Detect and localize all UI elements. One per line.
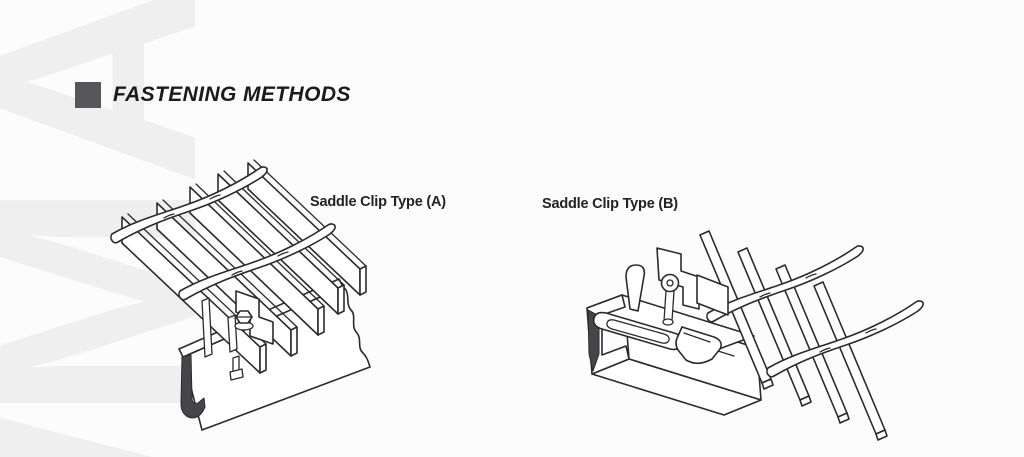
figure-b-drawing — [586, 230, 924, 441]
saddle-clip — [592, 247, 729, 365]
bar-grating — [110, 159, 367, 374]
clip-strap — [625, 264, 646, 312]
cross-rod — [766, 300, 924, 378]
hex-bolt — [234, 310, 254, 331]
bolt-nut — [229, 355, 244, 381]
saddle-leg — [201, 297, 213, 358]
page-title: FASTENING METHODS — [113, 83, 351, 106]
saddle-wing — [696, 274, 729, 316]
section-marker-square — [75, 82, 101, 108]
saddle-leg — [227, 314, 238, 353]
figure-a-label: Saddle Clip Type (A) — [310, 194, 446, 210]
figure-b-label: Saddle Clip Type (B) — [542, 196, 678, 212]
bearing-bar — [775, 264, 850, 424]
figure-a-drawing — [110, 159, 371, 431]
bearing-bar — [813, 281, 888, 441]
bar-grating — [699, 230, 924, 441]
cross-rod — [178, 223, 336, 301]
section-header: FASTENING METHODS — [75, 82, 351, 108]
saddle-clip — [201, 290, 274, 381]
hook-strap — [675, 326, 722, 365]
channel-end-profile — [180, 354, 206, 419]
cross-rod — [110, 166, 268, 244]
bolt-head — [660, 273, 680, 293]
clip-bolt — [662, 290, 675, 326]
